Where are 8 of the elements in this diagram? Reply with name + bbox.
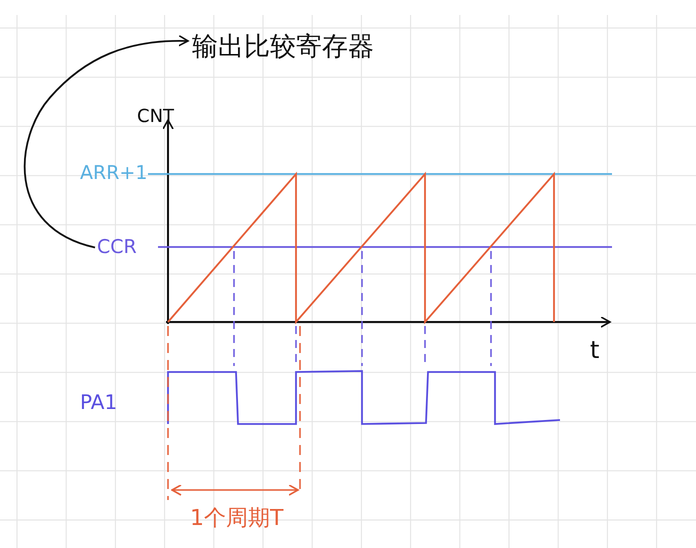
curved-arrow — [24, 35, 189, 248]
axis-label: t — [590, 338, 600, 362]
annotation-text: 输出比较寄存器 — [192, 34, 374, 60]
signal-label: PA1 — [80, 392, 118, 412]
axis-label: CCR — [97, 238, 137, 257]
axis-label: ARR+1 — [80, 164, 148, 183]
axis-label: CNT — [137, 108, 174, 126]
dimension-label: 1个周期T — [190, 508, 284, 530]
